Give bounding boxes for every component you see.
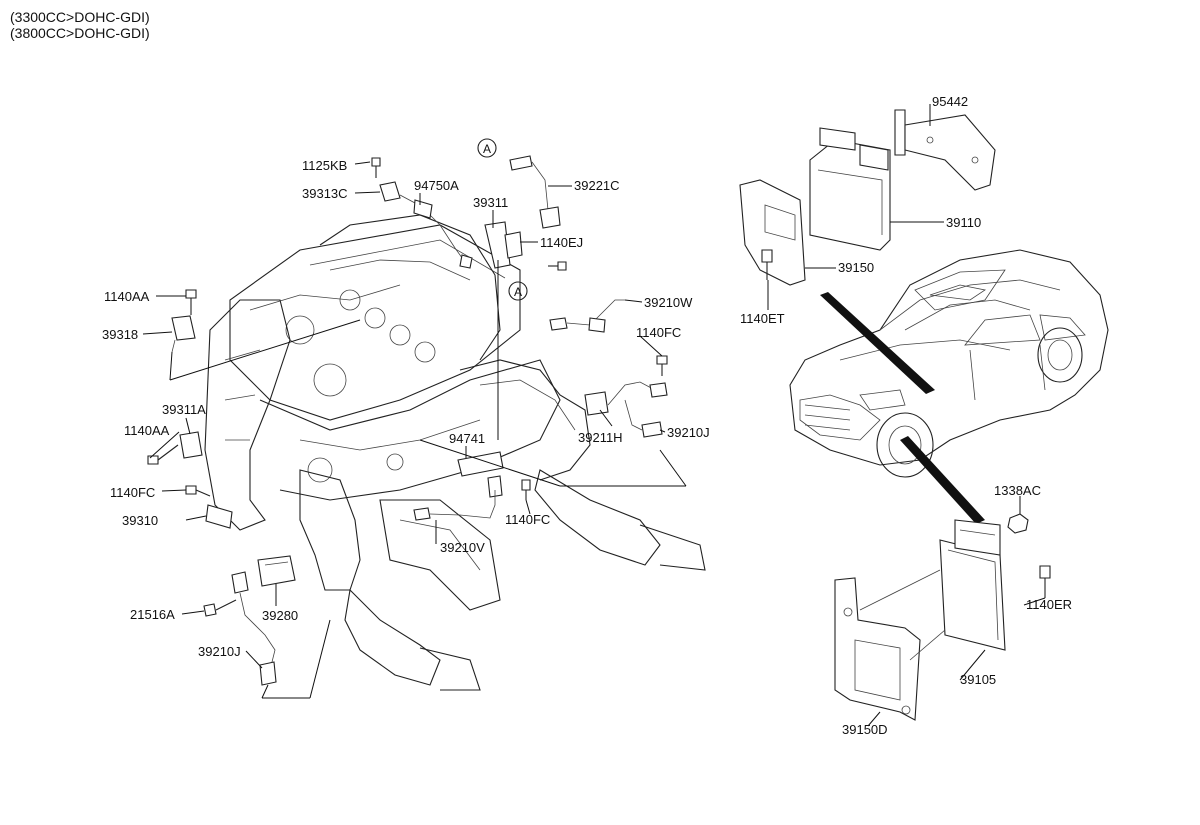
label-39280[interactable]: 39280 [262, 608, 298, 623]
label-39221C[interactable]: 39221C [574, 178, 620, 193]
sensor-components [147, 155, 668, 686]
label-1140FC-right[interactable]: 1140FC [636, 325, 681, 340]
leader-band-lower [900, 436, 985, 524]
label-39150D[interactable]: 39150D [842, 722, 888, 737]
label-39311A[interactable]: 39311A [162, 402, 206, 417]
label-39310[interactable]: 39310 [122, 513, 158, 528]
label-1140FC-mid[interactable]: 1140FC [505, 512, 550, 527]
label-39210J-left[interactable]: 39210J [198, 644, 241, 659]
ecu-upper-assembly [739, 109, 996, 286]
reference-letter: A [514, 285, 522, 299]
reference-a-top: A [477, 138, 497, 158]
label-39311[interactable]: 39311 [473, 195, 508, 210]
label-1338AC[interactable]: 1338AC [994, 483, 1041, 498]
reference-a-mid: A [508, 281, 528, 301]
label-39210V[interactable]: 39210V [440, 540, 485, 555]
vehicle-illustration [789, 249, 1109, 478]
part-labels: 1125KB 39313C 94750A 39311 39221C 1140EJ… [102, 94, 1072, 737]
label-39110[interactable]: 39110 [946, 215, 981, 230]
label-39150[interactable]: 39150 [838, 260, 874, 275]
ecu-lower-assembly [834, 513, 1051, 721]
label-39318[interactable]: 39318 [102, 327, 138, 342]
label-39313C[interactable]: 39313C [302, 186, 348, 201]
label-1140ER[interactable]: 1140ER [1026, 597, 1072, 612]
label-94741[interactable]: 94741 [449, 431, 485, 446]
label-1140ET[interactable]: 1140ET [740, 311, 785, 326]
label-94750A[interactable]: 94750A [414, 178, 459, 193]
label-1125KB[interactable]: 1125KB [302, 158, 347, 173]
label-21516A[interactable]: 21516A [130, 607, 175, 622]
label-39211H[interactable]: 39211H [578, 430, 623, 445]
engine-variant-2: (3800CC>DOHC-GDI) [10, 25, 150, 41]
label-1140AA-top[interactable]: 1140AA [104, 289, 150, 304]
reference-letter: A [483, 142, 491, 156]
leader-lines [142, 104, 1046, 727]
label-1140FC-left[interactable]: 1140FC [110, 485, 155, 500]
label-1140AA-left[interactable]: 1140AA [124, 423, 170, 438]
engine-variant-1: (3300CC>DOHC-GDI) [10, 9, 150, 25]
label-39105[interactable]: 39105 [960, 672, 996, 687]
engine-illustration [204, 214, 706, 691]
leader-band-upper [820, 292, 935, 394]
label-1140EJ[interactable]: 1140EJ [540, 235, 583, 250]
label-39210W[interactable]: 39210W [644, 295, 693, 310]
label-39210J-right[interactable]: 39210J [667, 425, 710, 440]
label-95442[interactable]: 95442 [932, 94, 968, 109]
